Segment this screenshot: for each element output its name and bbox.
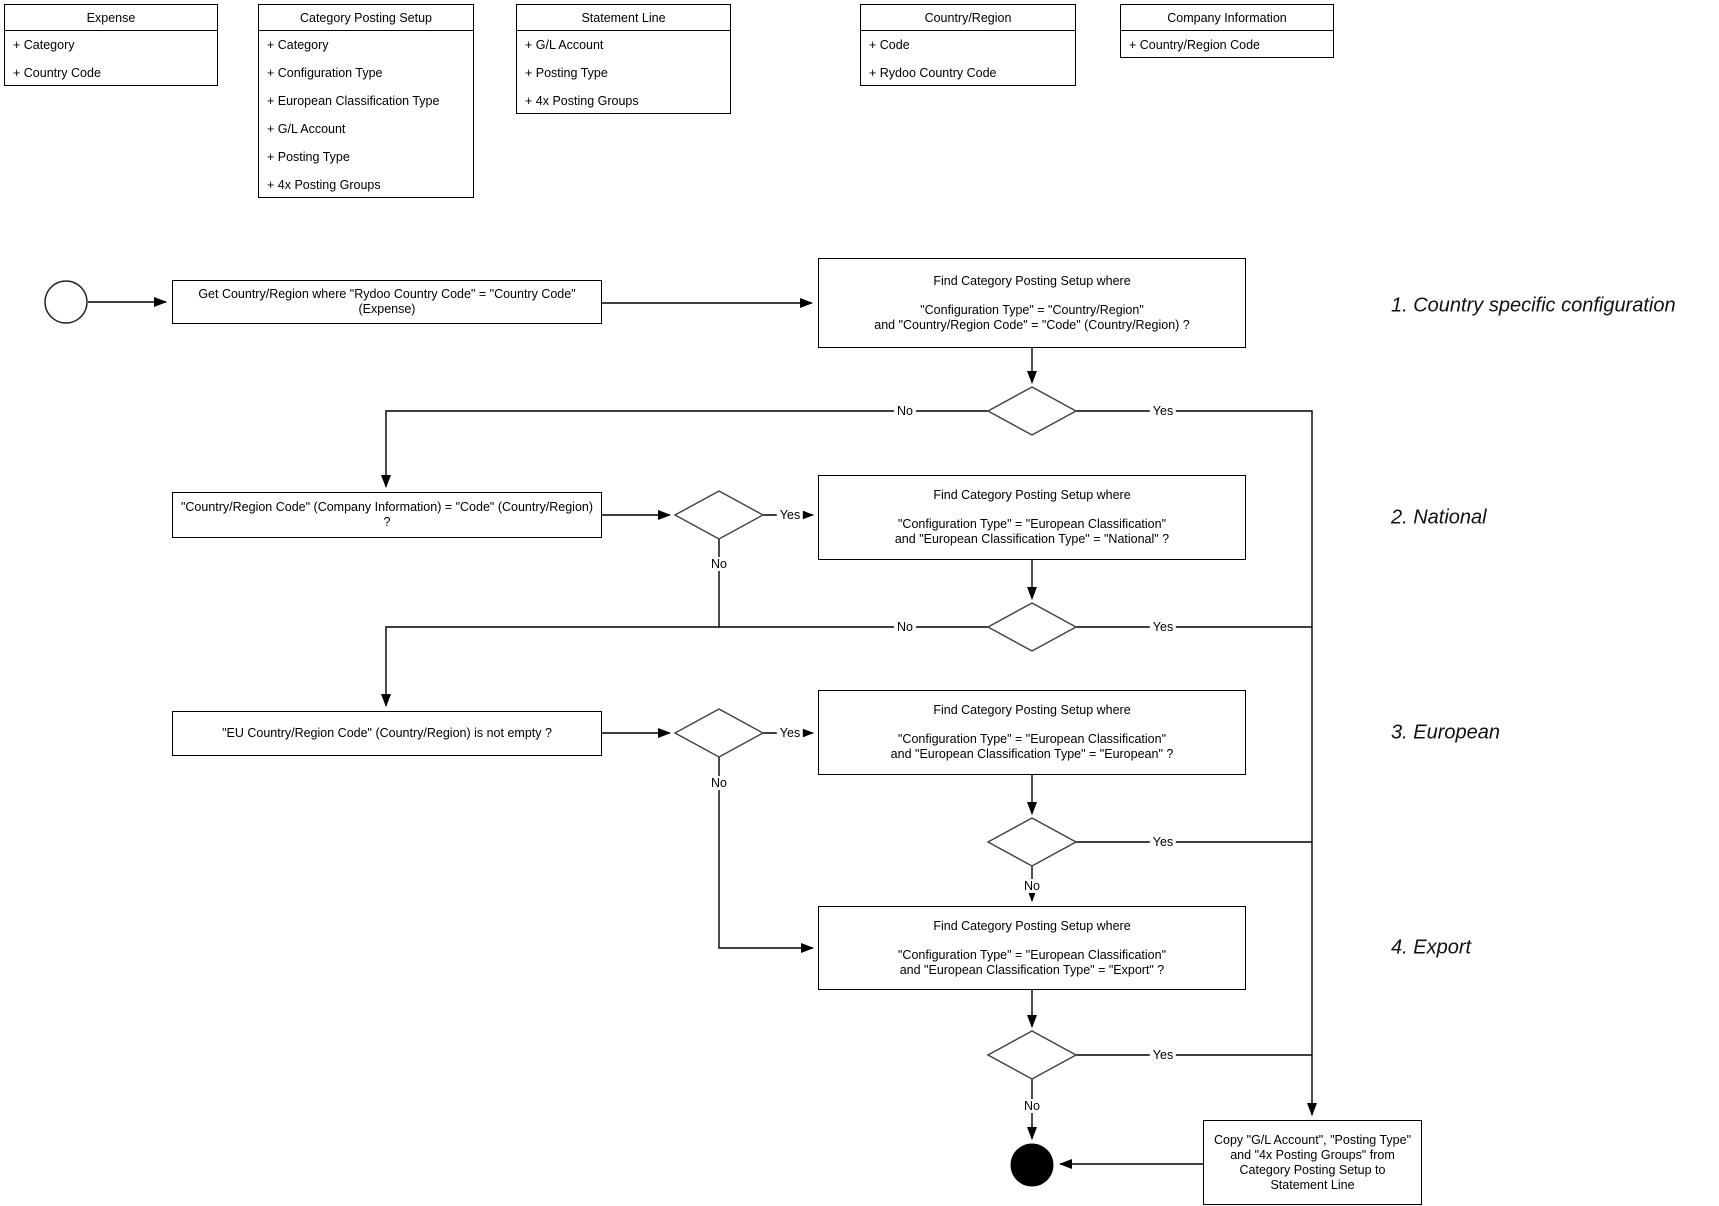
entity-attribute: + Category bbox=[267, 38, 329, 52]
decision-diamond-european-found bbox=[986, 817, 1078, 867]
entity-attribute: + 4x Posting Groups bbox=[267, 178, 381, 192]
entity-box-category-posting-setup: Category Posting Setup + Category + Conf… bbox=[258, 4, 474, 198]
process-text: (Expense) bbox=[358, 302, 416, 316]
process-text: Copy "G/L Account", "Posting Type" bbox=[1213, 1132, 1412, 1147]
edge-decision1-no bbox=[381, 410, 988, 488]
process-box-check-eu-code: "EU Country/Region Code" (Country/Region… bbox=[172, 711, 602, 756]
process-box-find-export-setup: Find Category Posting Setup where "Confi… bbox=[818, 906, 1246, 990]
entity-title: Expense bbox=[5, 5, 217, 31]
process-text: Statement Line bbox=[1270, 1177, 1355, 1192]
process-text: and "Country/Region Code" = "Code" (Coun… bbox=[874, 317, 1190, 332]
entity-box-statement-line: Statement Line + G/L Account + Posting T… bbox=[516, 4, 731, 114]
edge-label-yes: Yes bbox=[1149, 404, 1177, 418]
edge-label-no: No bbox=[708, 557, 730, 571]
process-text: "Configuration Type" = "European Classif… bbox=[897, 732, 1167, 746]
process-text: and "European Classification Type" = "Ex… bbox=[899, 962, 1165, 977]
entity-title: Statement Line bbox=[517, 5, 730, 31]
edge-label-no: No bbox=[708, 776, 730, 790]
entity-attribute: + Country Code bbox=[13, 66, 101, 80]
entity-attribute: + G/L Account bbox=[525, 38, 604, 52]
edge-label-yes: Yes bbox=[776, 726, 804, 740]
section-label-country-specific: 1. Country specific configuration bbox=[1391, 294, 1676, 317]
process-text: "Configuration Type" = "Country/Region" bbox=[920, 302, 1144, 317]
decision-diamond-country-found bbox=[986, 386, 1078, 436]
edge-label-no: No bbox=[894, 404, 916, 418]
process-box-check-company-code: "Country/Region Code" (Company Informati… bbox=[172, 492, 602, 538]
edge-label-no: No bbox=[1021, 879, 1043, 893]
process-text: "Configuration Type" = "European Classif… bbox=[897, 517, 1167, 531]
edge-label-no: No bbox=[1021, 1099, 1043, 1113]
edge-label-yes: Yes bbox=[776, 508, 804, 522]
entity-attribute: + Posting Type bbox=[525, 66, 608, 80]
entity-attribute: + G/L Account bbox=[267, 122, 346, 136]
entity-attribute: + Country/Region Code bbox=[1129, 38, 1260, 52]
process-box-find-national-setup: Find Category Posting Setup where "Confi… bbox=[818, 475, 1246, 560]
section-label-national: 2. National bbox=[1391, 506, 1487, 529]
end-node-circle bbox=[1010, 1143, 1054, 1187]
entity-attribute: + Code bbox=[869, 38, 910, 52]
entity-box-country-region: Country/Region + Code + Rydoo Country Co… bbox=[860, 4, 1076, 86]
entity-title: Company Information bbox=[1121, 5, 1333, 31]
entity-attribute: + European Classification Type bbox=[267, 94, 440, 108]
process-box-find-european-setup: Find Category Posting Setup where "Confi… bbox=[818, 690, 1246, 775]
edge-label-yes: Yes bbox=[1149, 1048, 1177, 1062]
process-box-get-country-region: Get Country/Region where "Rydoo Country … bbox=[172, 280, 602, 324]
process-text: and "European Classification Type" = "Na… bbox=[894, 532, 1170, 546]
decision-diamond-company-code bbox=[673, 490, 765, 540]
process-text: "Country/Region Code" (Company Informati… bbox=[180, 500, 594, 514]
entity-title: Country/Region bbox=[861, 5, 1075, 31]
start-node-circle bbox=[44, 280, 88, 324]
process-box-copy-to-statement-line: Copy "G/L Account", "Posting Type" and "… bbox=[1203, 1120, 1422, 1205]
edge-label-yes: Yes bbox=[1149, 620, 1177, 634]
entity-attribute: + Category bbox=[13, 38, 75, 52]
process-text: Find Category Posting Setup where bbox=[933, 488, 1131, 502]
process-text: Find Category Posting Setup where bbox=[933, 273, 1131, 288]
entity-attribute: + Configuration Type bbox=[267, 66, 383, 80]
decision-diamond-national-found bbox=[986, 602, 1078, 652]
section-label-european: 3. European bbox=[1391, 721, 1500, 744]
section-label-export: 4. Export bbox=[1391, 936, 1472, 959]
process-text: Find Category Posting Setup where bbox=[933, 918, 1131, 933]
process-text: and "4x Posting Groups" from bbox=[1230, 1147, 1395, 1162]
process-text: Category Posting Setup to bbox=[1239, 1162, 1386, 1177]
process-text: Find Category Posting Setup where bbox=[933, 703, 1131, 717]
edge-label-no: No bbox=[894, 620, 916, 634]
entity-attribute: + 4x Posting Groups bbox=[525, 94, 639, 108]
entity-box-expense: Expense + Category + Country Code bbox=[4, 4, 218, 86]
process-text: and "European Classification Type" = "Eu… bbox=[890, 747, 1174, 761]
entity-title: Category Posting Setup bbox=[259, 5, 473, 31]
decision-diamond-eu-code bbox=[673, 708, 765, 758]
decision-diamond-export-found bbox=[986, 1030, 1078, 1080]
entity-attribute: + Posting Type bbox=[267, 150, 350, 164]
process-text: "Configuration Type" = "European Classif… bbox=[897, 947, 1167, 962]
process-box-find-country-region-setup: Find Category Posting Setup where "Confi… bbox=[818, 258, 1246, 348]
edge-label-yes: Yes bbox=[1149, 835, 1177, 849]
process-text: ? bbox=[383, 515, 391, 529]
process-text: "EU Country/Region Code" (Country/Region… bbox=[222, 726, 552, 740]
entity-attribute: + Rydoo Country Code bbox=[869, 66, 997, 80]
entity-box-company-information: Company Information + Country/Region Cod… bbox=[1120, 4, 1334, 58]
edge-decision4-no bbox=[718, 757, 814, 953]
process-text: Get Country/Region where "Rydoo Country … bbox=[198, 287, 576, 301]
edge-decision3-no bbox=[381, 626, 988, 707]
